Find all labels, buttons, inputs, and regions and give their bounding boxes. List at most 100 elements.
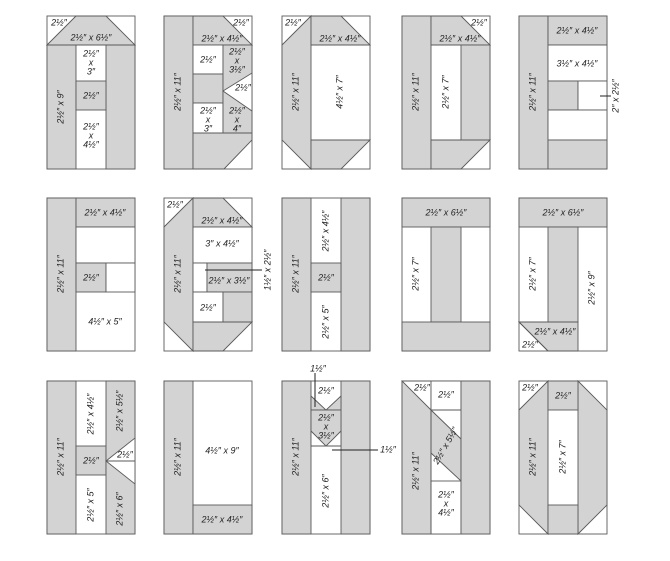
dimension-label: 2½″ x 11″ <box>55 437 65 477</box>
block-letter-o: 2½″ 2½″ 2½″ x 11″ 2½″ x 7″ <box>518 379 608 536</box>
block-letter-g: 2½″ 2½″ x 4½″ 3″ x 4½″ 2½″ x 3½″ 2½″ 2½″… <box>163 196 272 353</box>
dimension-label: 2½″ <box>199 54 217 64</box>
dimension-label: 3″ x 4½″ <box>205 238 239 248</box>
dimension-label: 3½″ x 4½″ <box>557 58 599 68</box>
block-letter-l: 2½″ x 11″ 4½″ x 9″ 2½″ x 4½″ <box>163 380 253 535</box>
block-letter-h: 2½″ x 4½″ 2½″ 2½″ x 5″ 2½″ x 11″ <box>281 197 371 352</box>
dimension-label: 2½″ <box>116 449 134 459</box>
dimension-label: 2½″ <box>50 17 68 27</box>
dimension-label: 2½″ <box>317 385 335 395</box>
dimension-label: 2½″ <box>228 46 246 56</box>
block-letter-a: 2½″ 2½″ x 6½″ 2½″ x 9″ 2½″ x 3″ 2½″ 2½″ … <box>45 15 137 170</box>
dimension-label: 2½″ <box>521 339 539 349</box>
dimension-label: x <box>234 55 240 65</box>
dimension-label: 2½″ x 4½″ <box>320 210 330 253</box>
dimension-label: 2½″ x 4½″ <box>534 326 577 336</box>
dimension-label: 2½″ x 6½″ <box>425 207 468 217</box>
dimension-label: 2½″ x 11″ <box>290 72 300 112</box>
dimension-label: 2½″ x 11″ <box>527 72 537 112</box>
dimension-label: 2½″ x 5″ <box>85 487 95 522</box>
block-letter-e: 2½″ x 4½″ 3½″ x 4½″ 2½″ x 11″ 2″ x 2½″ <box>518 15 620 170</box>
dimension-label: 2½″ <box>199 302 217 312</box>
block-letter-k: 2½″ x 11″ 2½″ x 4½″ 2½″ 2½″ x 5″ 2½″ x 5… <box>46 380 136 535</box>
dimension-label: 2½″ <box>82 272 100 282</box>
dimension-label: 2½″ <box>554 390 572 400</box>
dimension-label: 2½″ x 7″ <box>557 439 567 474</box>
dimension-label: 2½″ <box>317 412 335 422</box>
dimension-label: 2½″ <box>521 382 539 392</box>
dimension-label: 2½″ x 6½″ <box>70 32 113 42</box>
dimension-label: 4½″ x 9″ <box>205 445 239 455</box>
dimension-label: 1½″ <box>310 363 327 373</box>
dimension-label: 2½″ x 11″ <box>290 254 300 294</box>
dimension-label: 1½″ <box>380 444 397 454</box>
dimension-label: 1½″ x 2½″ <box>262 249 272 291</box>
dimension-label: 2½″ x 11″ <box>410 72 420 112</box>
dimension-label: 2½″ x 3½″ <box>208 275 251 285</box>
dimension-label: 2½″ x 11″ <box>172 254 182 294</box>
block-letter-d: 2½″ 2½″ x 4½″ 2½″ x 11″ 2½″ x 7″ <box>401 15 492 170</box>
dimension-label: x <box>88 57 94 67</box>
dimension-label: 2½″ x 4½″ <box>201 33 244 43</box>
dimension-label: 2½″ <box>413 382 431 392</box>
dimension-label: 4½″ x 5″ <box>88 316 122 326</box>
dimension-label: x <box>88 130 94 140</box>
dimension-label: 2½″ x 7″ <box>527 256 537 291</box>
dimension-label: 2½″ <box>228 105 246 115</box>
dimension-label: 2½″ <box>166 199 184 209</box>
dimension-label: 2½″ x 9″ <box>586 270 596 305</box>
dimension-label: x <box>443 498 449 508</box>
dimension-label: 4½″ <box>83 139 100 149</box>
dimension-label: 2½″ <box>199 105 217 115</box>
block-letter-i: 2½″ x 6½″ 2½″ x 7″ <box>401 197 491 352</box>
dimension-label: x <box>205 114 211 124</box>
dimension-label: 2½″ <box>82 48 100 58</box>
dimension-label: 2½″ x 4½″ <box>84 207 127 217</box>
dimension-label: 2½″ <box>82 455 100 465</box>
dimension-label: 4½″ x 7″ <box>334 74 344 108</box>
block-letter-f: 2½″ x 4½″ 2½″ x 11″ 2½″ 4½″ x 5″ <box>46 197 136 352</box>
block-letter-j: 2½″ x 6½″ 2½″ x 7″ 2½″ x 9″ 2½″ x 4½″ 2½… <box>517 197 608 352</box>
dimension-label: 2½″ <box>234 82 252 92</box>
dimension-label: 2½″ <box>437 389 455 399</box>
dimension-label: 2″ x 2½″ <box>610 78 620 113</box>
dimension-label: 2½″ <box>232 17 250 27</box>
dimension-label: 2½″ x 11″ <box>527 437 537 477</box>
dimension-label: 2½″ x 5″ <box>320 304 330 339</box>
dimension-label: 2½″ x 4½″ <box>556 25 599 35</box>
block-letter-m: 2½″ 2½″ x 3½″ 2½″ x 6″ 2½″ x 11″ 1½″ 1½″ <box>281 363 397 535</box>
dimension-label: 2½″ x 7″ <box>440 74 450 109</box>
dimension-label: 2½″ x 11″ <box>290 437 300 477</box>
dimension-label: 4½″ <box>438 507 455 517</box>
block-letter-n: 2½″ 2½″ 2½″ x 5½″ 2½″ x 11″ 2½″ x 4½″ <box>400 380 491 535</box>
dimension-label: 2½″ x 4½″ <box>439 33 482 43</box>
dimension-label: 2½″ <box>317 272 335 282</box>
dimension-label: 2½″ <box>284 17 302 27</box>
block-letter-b: 2½″ 2½″ x 4½″ 2½″ x 11″ 2½″ 2½″ x 3½″ 2½… <box>163 15 254 170</box>
dimension-label: 4″ <box>233 123 242 133</box>
dimension-label: 2½″ x 4½″ <box>201 514 244 524</box>
dimension-label: 2½″ x 11″ <box>410 451 420 491</box>
dimension-label: 2½″ x 5½″ <box>114 390 124 433</box>
dimension-label: 3½″ <box>229 64 246 74</box>
dimension-label: 3″ <box>204 123 213 133</box>
block-letter-c: 2½″ 2½″ x 4½″ 2½″ x 11″ 4½″ x 7″ <box>281 14 372 171</box>
dimension-label: 2½″ <box>82 90 100 100</box>
dimension-label: 2½″ x 11″ <box>55 254 65 294</box>
dimension-label: 3½″ <box>318 430 335 440</box>
dimension-label: 2½″ x 7″ <box>410 256 420 291</box>
dimension-label: 2½″ x 11″ <box>172 437 182 477</box>
dimension-label: 2½″ <box>470 17 488 27</box>
dimension-label: 2½″ x 6″ <box>320 473 330 508</box>
dimension-label: 2½″ <box>82 121 100 131</box>
dimension-label: 3″ <box>87 66 96 76</box>
dimension-label: 2½″ x 6″ <box>114 491 124 526</box>
dimension-label: x <box>234 114 240 124</box>
dimension-label: 2½″ x 9″ <box>55 89 65 124</box>
dimension-label: 2½″ x 6½″ <box>542 207 585 217</box>
dimension-label: 2½″ x 4½″ <box>201 215 244 225</box>
dimension-label: x <box>323 421 329 431</box>
dimension-label: 2½″ x 4½″ <box>85 393 95 436</box>
dimension-label: 2½″ x 11″ <box>172 72 182 112</box>
